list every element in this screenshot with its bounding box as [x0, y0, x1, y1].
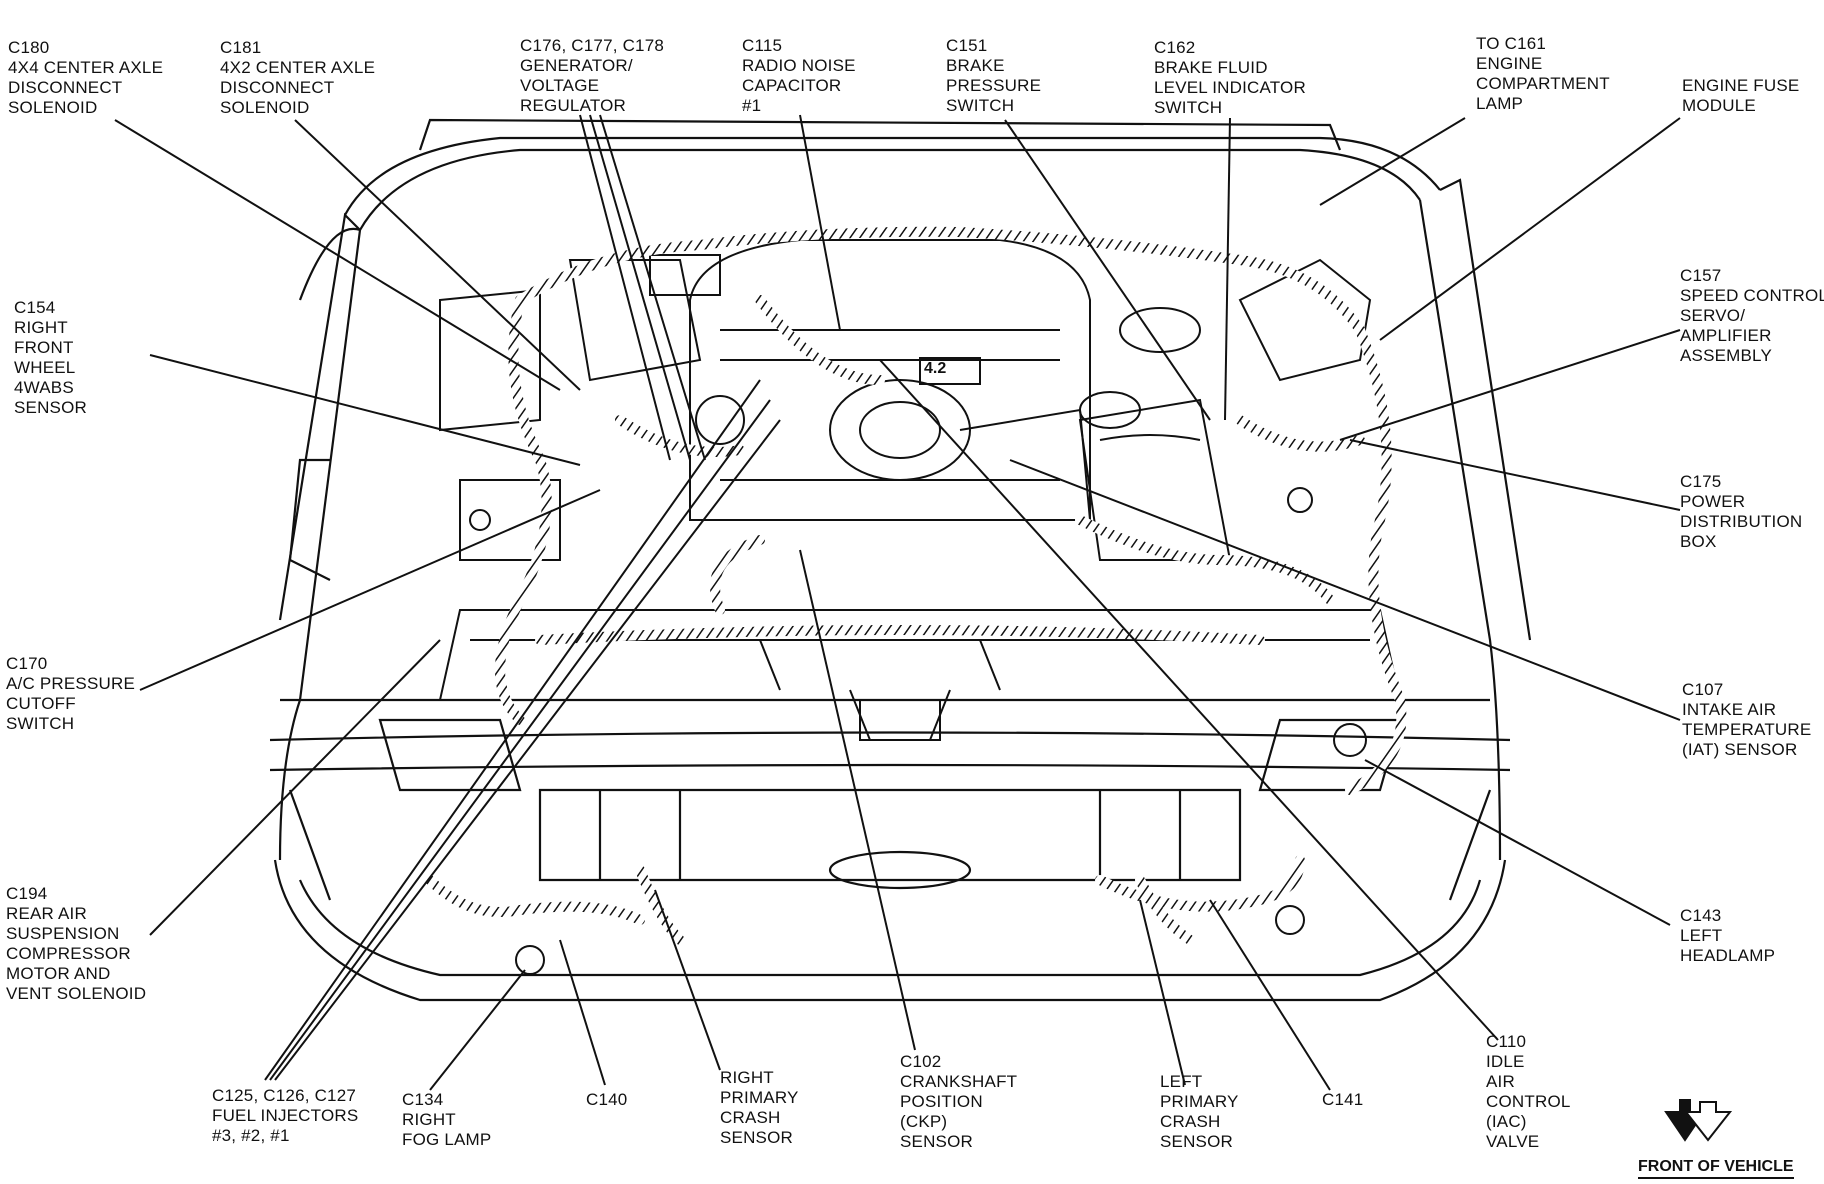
callout-c141: C141	[1322, 1090, 1364, 1109]
engine-badge: 4.2	[924, 360, 947, 377]
engine-block	[439, 239, 1372, 975]
front-arrow-icon	[1664, 1099, 1733, 1142]
leader-lines	[114, 114, 1681, 1091]
vehicle-body	[269, 118, 1532, 1002]
callout-c140: C140	[586, 1090, 628, 1109]
front-of-vehicle-label: FRONT OF VEHICLE	[1638, 1158, 1794, 1179]
wiring-harness	[425, 226, 1407, 945]
